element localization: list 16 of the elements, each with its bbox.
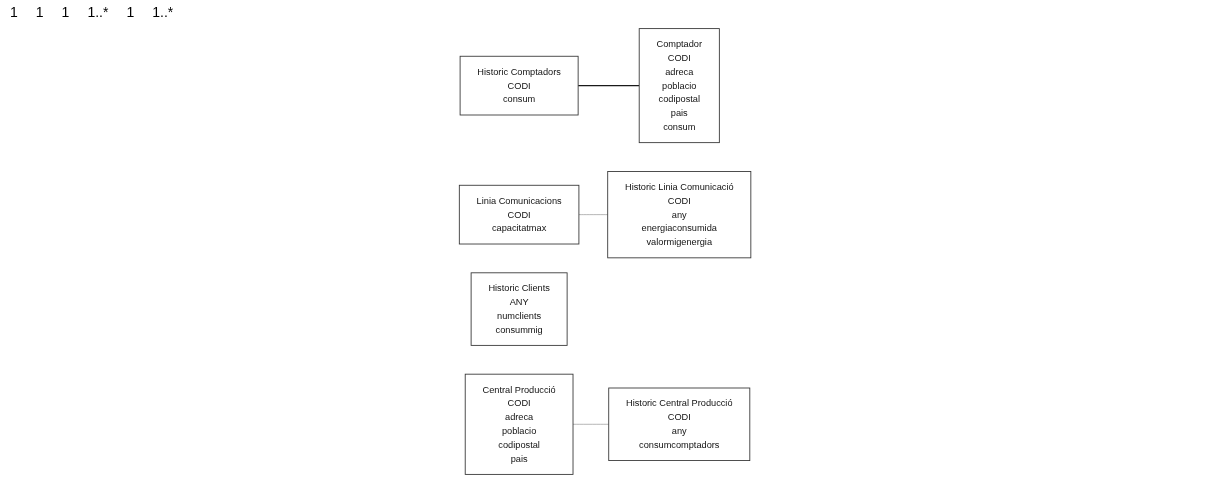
multiplicity-label: 1..* <box>152 4 174 20</box>
node-box: Comptador CODI adreca poblacio codipostal pais consum <box>638 28 720 144</box>
node-box: Linia Comunicacions CODI capacitatmax <box>458 184 580 245</box>
multiplicity-label: 1 <box>61 4 70 20</box>
node-box: Historic Comptadors CODI consum <box>459 55 579 116</box>
connector <box>578 214 608 215</box>
multiplicity-label: 1..* <box>87 4 109 20</box>
connector <box>577 84 640 87</box>
node-box: Historic Central Producció CODI any consumcomptadors <box>608 387 751 461</box>
connector <box>572 424 609 425</box>
node-box: Central Producció CODI adreca poblacio codipostal pais <box>464 373 574 475</box>
multiplicity-label: 1 <box>10 4 18 20</box>
multiplicity-label: 1 <box>35 4 44 20</box>
multiplicity-label: 1 <box>126 4 135 20</box>
node-box: Historic Linia Comunicació CODI any energiaconsumida valormigenergia <box>607 171 752 259</box>
node-box: Historic Clients ANY numclients consummig <box>470 272 568 346</box>
